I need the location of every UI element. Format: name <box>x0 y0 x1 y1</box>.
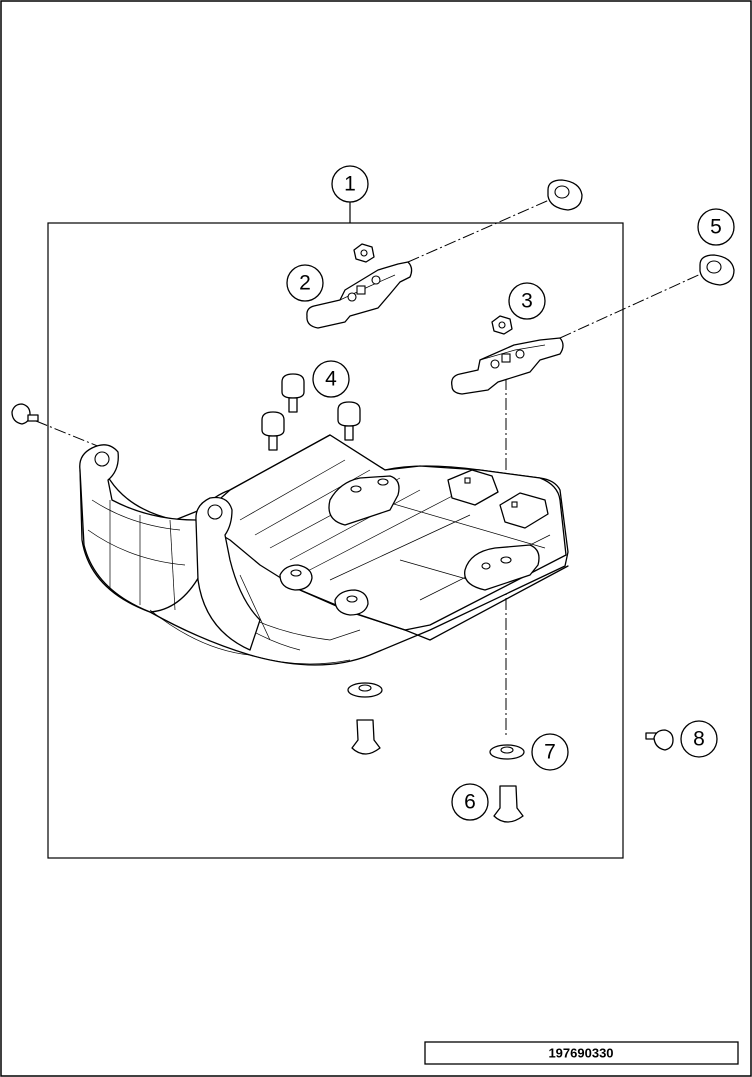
callout-3: 3 <box>508 282 546 320</box>
callout-2-label: 2 <box>299 272 311 295</box>
bolt-8 <box>645 729 674 751</box>
drawing-number: 197690330 <box>548 1046 613 1061</box>
drawing-number-box: 197690330 <box>424 1041 739 1065</box>
bracket-3 <box>451 315 564 395</box>
assembly-box <box>47 222 624 859</box>
assembly-lines <box>35 196 706 735</box>
plate-bosses <box>279 469 549 616</box>
skid-plate <box>79 434 569 666</box>
callout-8-label: 8 <box>693 728 705 751</box>
callout-1-label: 1 <box>344 173 356 196</box>
washer-7 <box>489 744 525 760</box>
callout-6-label: 6 <box>464 791 476 814</box>
rubber-buffers-4 <box>261 373 361 451</box>
callout-1: 1 <box>331 165 369 203</box>
callout-4-label: 4 <box>325 368 337 391</box>
callout-7: 7 <box>531 733 569 771</box>
bushings-5 <box>547 179 735 286</box>
callout-5-label: 5 <box>710 216 722 239</box>
bracket-2 <box>306 243 413 329</box>
side-bolt <box>11 403 39 425</box>
callout-2: 2 <box>286 264 324 302</box>
callout-6: 6 <box>451 783 489 821</box>
callout-7-label: 7 <box>544 741 556 764</box>
screws-6 <box>347 682 524 823</box>
callout-5: 5 <box>697 208 735 246</box>
callout-4: 4 <box>312 360 350 398</box>
callout-8: 8 <box>680 720 718 758</box>
callout-3-label: 3 <box>521 290 533 313</box>
